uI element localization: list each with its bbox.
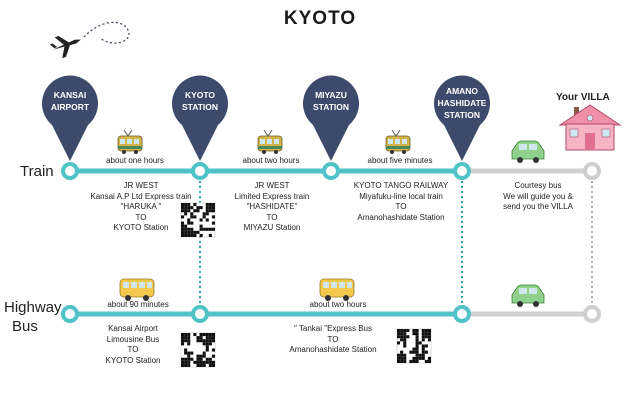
pin-label: KYOTO STATION <box>181 90 219 112</box>
pin-kansai-airport: KANSAI AIRPORT <box>40 75 100 163</box>
segment-line: KYOTO Station <box>105 355 161 365</box>
segment-line: Amanohashidate Station <box>357 212 445 222</box>
bus-stop-amano <box>453 305 471 323</box>
segment-line: TO <box>327 334 339 344</box>
map-pin-icon <box>42 75 98 161</box>
train-duration: about one hours <box>106 156 164 165</box>
bus-stop-kansai <box>61 305 79 323</box>
qr-code-icon <box>180 202 216 238</box>
car-icon <box>511 284 545 307</box>
train-segment-kansai-kyoto: JR WEST Kansai A.P Ltd Express train "HA… <box>66 181 216 234</box>
segment-line: MIYAZU Station <box>243 223 301 232</box>
map-pin-icon <box>303 75 359 161</box>
airplane-icon <box>49 36 82 59</box>
bus-duration: about two hours <box>309 300 367 309</box>
segment-line: TO <box>127 345 139 354</box>
train-stop-amano <box>453 162 471 180</box>
segment-line: Miyafuku-line local train <box>359 191 443 201</box>
pin-kyoto-station: KYOTO STATION <box>170 75 230 163</box>
qr-codes <box>180 202 432 368</box>
bus-icon <box>319 278 355 301</box>
row-label-bus: Bus <box>12 318 38 335</box>
pin-label: MIYAZU STATION <box>312 90 350 112</box>
qr-code-icon <box>396 328 432 364</box>
train-duration: about five minutes <box>367 156 433 165</box>
qr-code-icon <box>180 332 216 368</box>
row-label-highway: Highway <box>4 299 62 316</box>
segment-line: JR WEST <box>123 181 159 190</box>
map-pin-icon <box>434 75 490 161</box>
villa-label: Your VILLA <box>556 92 610 103</box>
segment-line: Courtesy bus <box>514 181 562 190</box>
pin-miyazu-station: MIYAZU STATION <box>301 75 361 163</box>
bus-duration: about 90 minutes <box>107 300 169 309</box>
tram-icon <box>257 129 283 154</box>
house-icon <box>558 104 622 151</box>
train-segment-courtesy-bus: Courtesy bus We will guide you & send yo… <box>478 181 598 213</box>
bus-icon <box>119 278 155 301</box>
segment-line: TO <box>266 212 278 222</box>
segment-line: We will guide you & <box>503 191 573 201</box>
train-segment-miyazu-amano: KYOTO TANGO RAILWAY Miyafuku-line local … <box>336 181 466 223</box>
pin-label: KANSAI AIRPORT <box>50 90 90 112</box>
bus-stop-kyoto <box>191 305 209 323</box>
train-stop-kansai <box>61 162 79 180</box>
tram-icon <box>385 129 411 154</box>
train-duration: about two hours <box>242 156 300 165</box>
map-pin-icon <box>172 75 228 161</box>
pin-amanohashidate-station: AMANO HASHIDATE STATION <box>432 75 492 163</box>
page-title: KYOTO <box>283 8 357 29</box>
segment-line: KYOTO Station <box>113 223 169 232</box>
segment-line: TO <box>135 212 147 222</box>
bus-stop-villa <box>583 305 601 323</box>
tram-icon <box>117 129 143 154</box>
train-stop-kyoto <box>191 162 209 180</box>
segment-line: Amanohashidate Station <box>289 345 377 354</box>
segment-line: Limousine Bus <box>106 334 160 344</box>
segment-line: send you the VILLA <box>503 202 573 211</box>
flight-path <box>83 21 130 44</box>
segment-line: JR WEST <box>254 181 290 190</box>
train-stop-miyazu <box>322 162 340 180</box>
pin-label: AMANO HASHIDATE STATION <box>437 86 487 120</box>
row-label-train: Train <box>20 163 54 180</box>
train-stop-villa <box>583 162 601 180</box>
segment-line: Kansai Airport <box>108 324 158 333</box>
segment-line: Kansai A.P Ltd Express train <box>90 191 192 201</box>
segment-line: KYOTO TANGO RAILWAY <box>353 181 449 190</box>
train-segment-kyoto-miyazu: JR WEST Limited Express train "HASHIDATE… <box>212 181 332 234</box>
segment-line: "HASHIDATE" <box>246 202 298 211</box>
bus-segment-kansai-kyoto: Kansai Airport Limousine Bus TO KYOTO St… <box>88 324 178 366</box>
car-icon <box>511 140 545 163</box>
segment-line: " Tankai "Express Bus <box>293 324 372 333</box>
bus-segment-kyoto-amano: " Tankai "Express Bus TO Amanohashidate … <box>268 324 398 356</box>
segment-line: TO <box>395 202 407 211</box>
segment-line: Limited Express train <box>234 191 310 201</box>
segment-line: "HARUKA " <box>120 202 162 211</box>
